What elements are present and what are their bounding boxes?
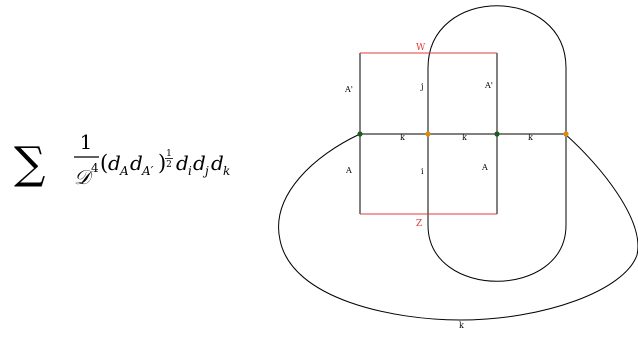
node-orange-mid xyxy=(425,131,431,137)
label-k1: k xyxy=(400,133,405,142)
label-a-right: A xyxy=(481,163,488,172)
dj: d xyxy=(193,151,206,175)
dAprime-subscript: A′ xyxy=(141,164,154,178)
formula: ∑ 1 𝒟 4 ( d A d A′ ) 1 2 d i d j d k xyxy=(14,130,230,189)
label-w: W xyxy=(416,43,426,53)
label-k2: k xyxy=(462,133,467,142)
dk-subscript: k xyxy=(223,164,230,178)
dk: d xyxy=(211,151,224,175)
fraction-denominator: 𝒟 xyxy=(74,165,94,189)
label-a-prime-right: A' xyxy=(484,81,493,90)
dj-subscript: j xyxy=(202,164,209,178)
label-z: Z xyxy=(416,219,422,229)
label-k3: k xyxy=(528,133,533,142)
node-orange-right xyxy=(563,131,569,137)
label-i: i xyxy=(421,167,424,176)
paren-open: ( xyxy=(100,151,108,175)
label-a-left: A xyxy=(345,166,352,175)
dAprime: d xyxy=(130,151,143,175)
paren-close: ) xyxy=(158,151,166,175)
label-j: j xyxy=(420,82,423,91)
half-numerator: 1 xyxy=(166,149,172,159)
fraction-numerator: 1 xyxy=(80,130,93,154)
dA: d xyxy=(108,151,121,175)
sum-symbol: ∑ xyxy=(14,138,45,189)
label-a-prime-left: A' xyxy=(344,85,353,94)
denominator-exponent: 4 xyxy=(91,161,99,175)
outer-loop-k xyxy=(278,133,638,321)
label-k-bottom: k xyxy=(459,321,464,330)
dA-subscript: A xyxy=(119,164,129,178)
node-green-left xyxy=(357,131,363,137)
half-denominator: 2 xyxy=(166,160,172,170)
node-green-right xyxy=(494,131,500,137)
di: d xyxy=(176,151,189,175)
di-subscript: i xyxy=(188,164,192,178)
stadium-loop xyxy=(427,5,567,282)
